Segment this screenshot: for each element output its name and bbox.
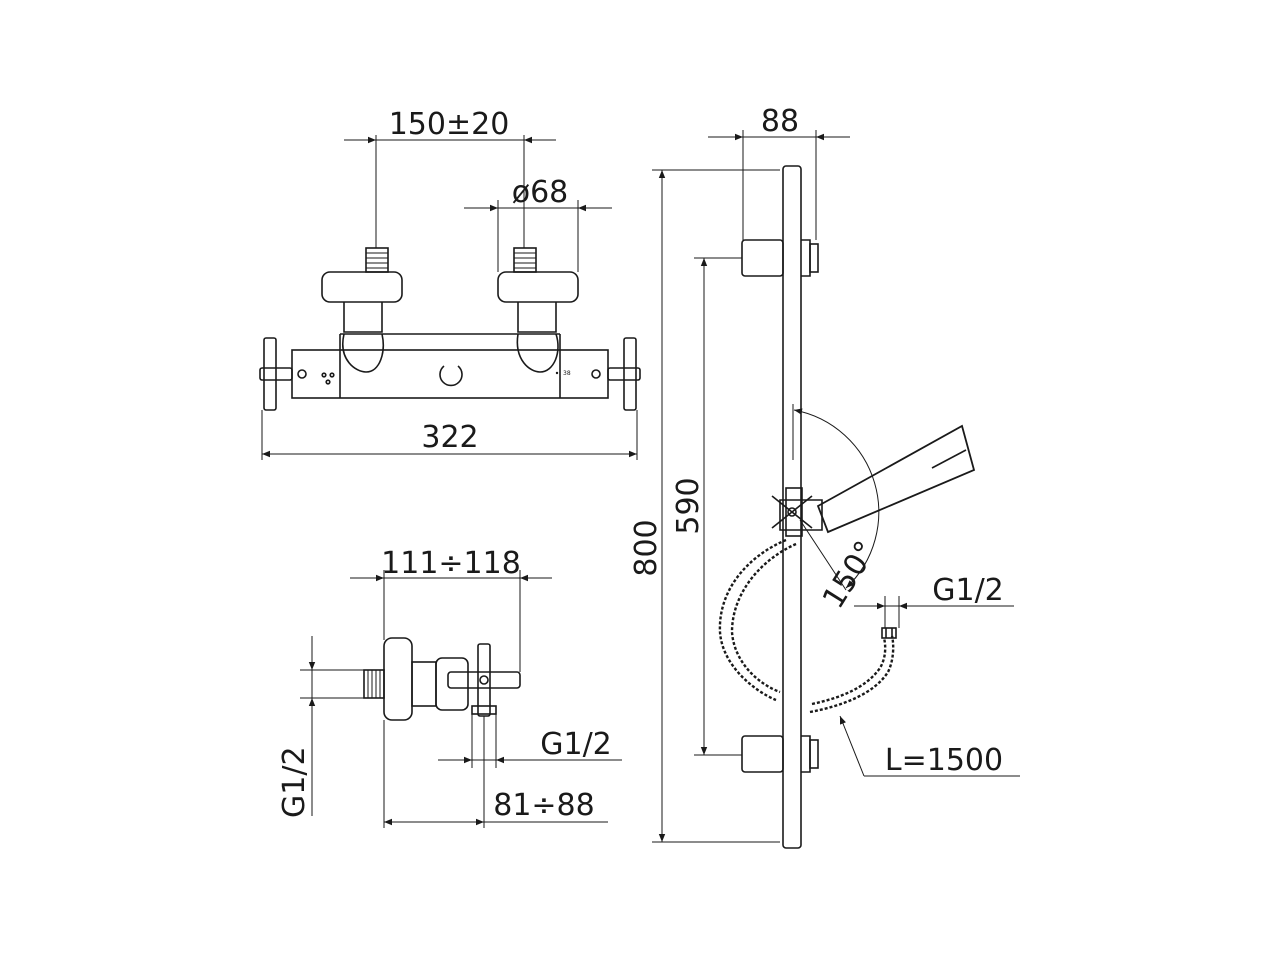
dim-outlet-depth: 81÷88 — [383, 716, 608, 828]
dim-spacing: 150±20 — [344, 107, 556, 248]
dim-hose-length: L=1500 — [839, 715, 1020, 778]
dim-projection: 111÷118 — [350, 546, 552, 672]
dim-bar-width: 88 — [708, 104, 850, 240]
dim-overall-width: 322 — [261, 410, 638, 460]
dim-outlet-thread: G1/2 — [438, 714, 622, 768]
mixer-front-view: 150±20 ø68 — [259, 107, 641, 460]
dim-projection-label: 111÷118 — [381, 546, 521, 581]
dim-bracket-spacing-label: 590 — [671, 477, 706, 534]
dim-inlet-thread: G1/2 — [277, 636, 364, 818]
mixer-side-view: 111÷118 G1/2 — [277, 546, 622, 828]
temperature-mark: 38 — [563, 370, 571, 377]
dim-bar-height-label: 800 — [629, 519, 664, 576]
dim-bar-width-label: 88 — [761, 104, 799, 139]
dim-overall-width-label: 322 — [421, 420, 478, 455]
bottom-bracket — [741, 735, 819, 773]
logo-icon — [439, 365, 463, 387]
dim-diameter: ø68 — [464, 175, 612, 272]
dim-hose-thread-label: G1/2 — [932, 573, 1004, 608]
shower-hose — [718, 538, 897, 714]
dim-diameter-label: ø68 — [512, 175, 569, 210]
side-body — [363, 637, 521, 721]
hand-shower — [771, 424, 976, 537]
dim-spacing-label: 150±20 — [389, 107, 510, 142]
dim-rotation-label: 150° — [816, 535, 884, 615]
shower-bar-view: 88 800 590 — [629, 104, 1020, 849]
mixer-body: 38 — [291, 333, 609, 399]
dim-outlet-thread-label: G1/2 — [540, 727, 612, 762]
left-handle — [259, 337, 293, 411]
dim-bar-height: 800 — [629, 169, 780, 843]
dim-outlet-depth-label: 81÷88 — [493, 788, 594, 823]
dim-inlet-thread-label: G1/2 — [277, 746, 312, 818]
dim-hose-length-label: L=1500 — [885, 743, 1003, 778]
right-inlet — [497, 247, 579, 373]
top-bracket — [741, 239, 819, 277]
left-inlet — [321, 247, 403, 373]
dim-bracket-spacing: 590 — [671, 257, 742, 756]
right-handle — [607, 337, 641, 411]
dim-hose-thread: G1/2 — [854, 573, 1014, 628]
